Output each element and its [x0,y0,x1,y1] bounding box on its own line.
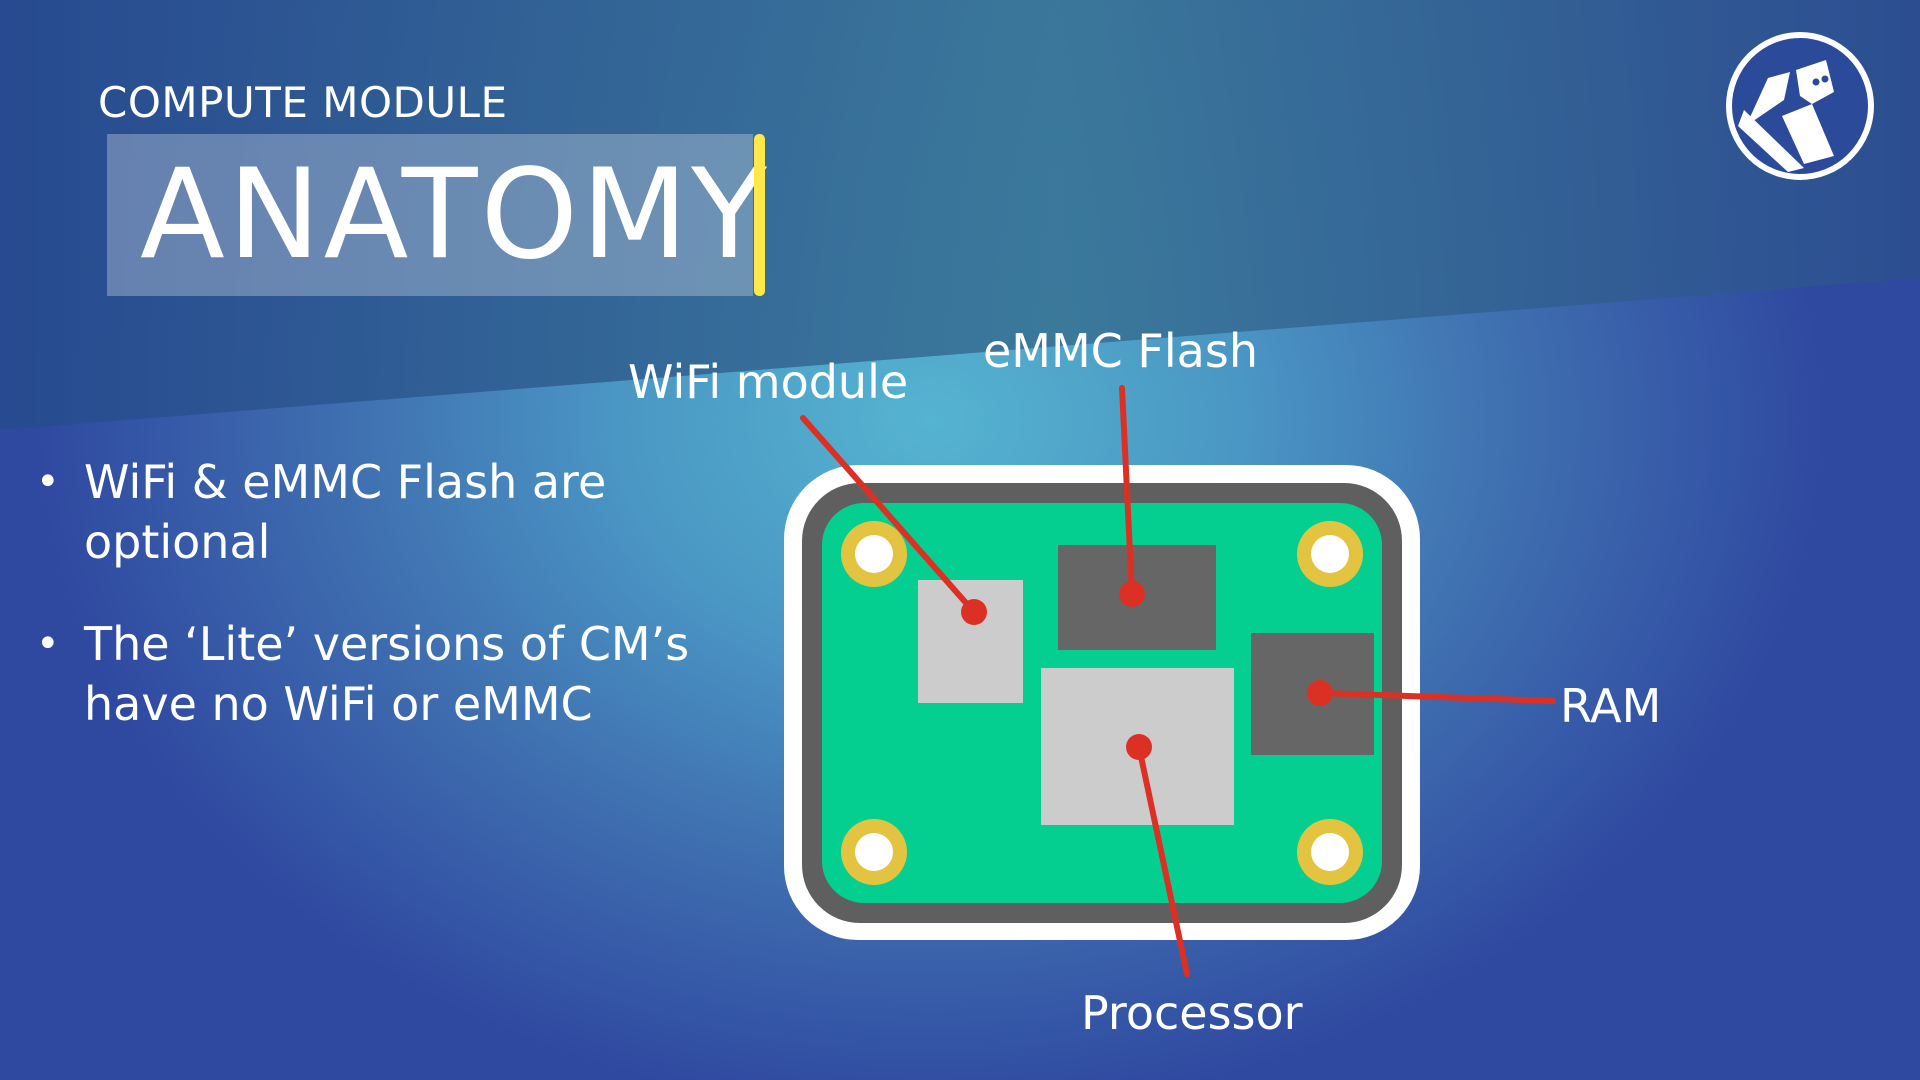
ram-marker-dot [1307,680,1333,706]
club-logo-icon [1726,32,1874,180]
slide-kicker: COMPUTE MODULE [98,78,508,127]
wifi-marker-dot [961,599,987,625]
slide-title: ANATOMY [140,143,770,287]
wifi-module-chip [918,580,1023,703]
bullet-dot: • [36,459,60,505]
wifi-leader-line [800,415,977,615]
mounting-hole-icon [841,819,907,885]
bullet-text: WiFi & eMMC Flash are optional [84,455,607,569]
processor-marker-dot [1126,734,1152,760]
bullet-item: • WiFi & eMMC Flash are optional [30,452,710,572]
title-cursor-bar [754,134,765,296]
mounting-hole-icon [1297,521,1363,587]
bullet-dot: • [36,621,60,667]
bullet-list: • WiFi & eMMC Flash are optional • The ‘… [30,452,710,776]
label-processor: Processor [1081,986,1303,1040]
emmc-marker-dot [1119,581,1145,607]
label-wifi-module: WiFi module [628,355,909,409]
title-background [107,134,753,296]
bullet-text: The ‘Lite’ versions of CM’s have no WiFi… [84,617,690,731]
emmc-leader-line [1119,385,1135,597]
label-ram: RAM [1560,679,1662,733]
label-emmc-flash: eMMC Flash [983,324,1258,378]
mounting-hole-icon [1297,819,1363,885]
processor-leader-line [1136,744,1190,977]
mounting-hole-icon [841,521,907,587]
bullet-item: • The ‘Lite’ versions of CM’s have no Wi… [30,614,710,734]
ram-leader-line [1317,690,1556,704]
